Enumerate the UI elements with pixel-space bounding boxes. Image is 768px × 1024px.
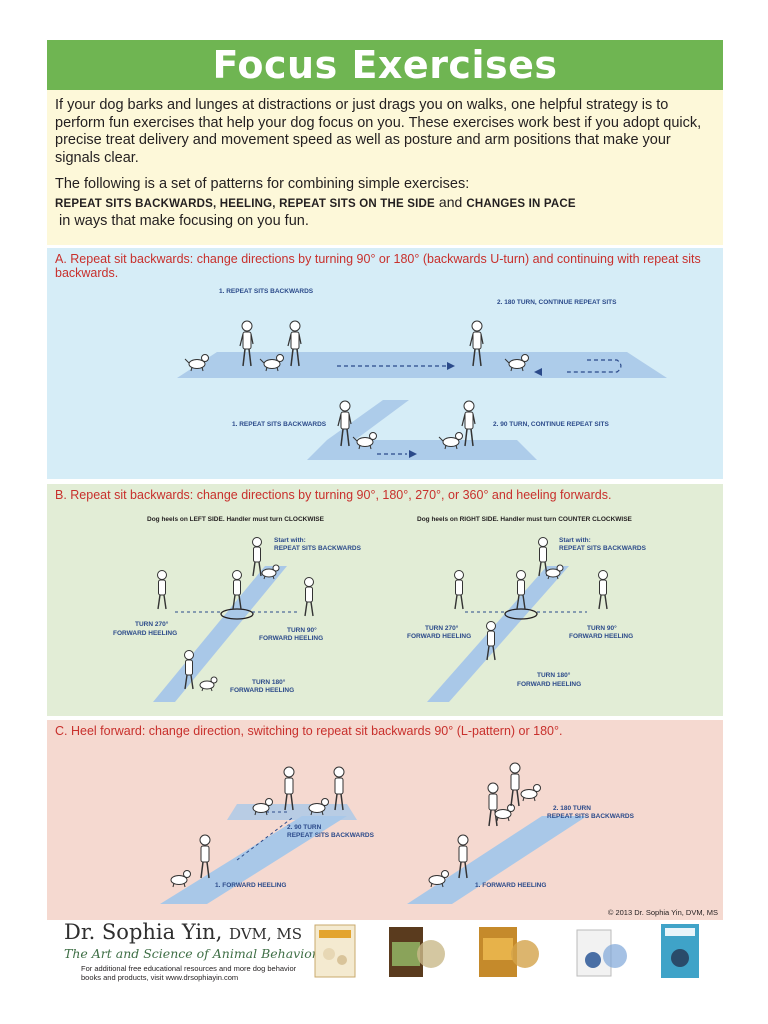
turn-180-sub: REPEAT SITS BACKWARDS bbox=[547, 813, 635, 820]
handler-figure bbox=[597, 569, 609, 610]
dvd-case-icon bbox=[576, 929, 627, 977]
and-word: and bbox=[438, 193, 463, 210]
handler-figure bbox=[461, 400, 476, 447]
changes-in-pace: changes in pace bbox=[466, 197, 576, 210]
copyright-text: © 2013 Dr. Sophia Yin, DVM, MS bbox=[607, 908, 718, 917]
section-c-heading: C. Heel forward: change direction, switc… bbox=[55, 724, 563, 738]
footer: Dr. Sophia Yin, DVM, MS The Art and Scie… bbox=[47, 920, 723, 1024]
handler-figure bbox=[156, 569, 168, 610]
turn-90-right: TURN 90° bbox=[587, 624, 617, 632]
turn-90-left: TURN 90° bbox=[287, 626, 317, 634]
section-a-diagram: 1. REPEAT SITS BACKWARDS 2. 180 TURN, CO… bbox=[177, 288, 667, 460]
intro-closing: in ways that make focusing on you fun. bbox=[59, 213, 309, 229]
handler-figure bbox=[303, 576, 315, 617]
heeling-270-left: FORWARD HEELING bbox=[113, 630, 177, 637]
dog-figure bbox=[170, 870, 191, 888]
section-a-panel: A. Repeat sit backwards: change directio… bbox=[47, 248, 723, 479]
label-a2: 2. 180 TURN, CONTINUE REPEAT SITS bbox=[497, 299, 617, 306]
turn-270-right: TURN 270° bbox=[425, 624, 459, 632]
walk-path-left bbox=[160, 816, 347, 904]
intro-box: If your dog barks and lunges at distract… bbox=[47, 90, 723, 245]
dog-figure bbox=[520, 784, 541, 802]
turn-180-label: 2. 180 TURN bbox=[553, 805, 591, 812]
turn-270-left: TURN 270° bbox=[135, 620, 169, 628]
intro-lead: The following is a set of patterns for c… bbox=[55, 176, 470, 192]
exercise-names: Repeat sits backwards, heeling, repeat s… bbox=[55, 197, 435, 210]
start-with-right: Start with: bbox=[559, 537, 591, 544]
dog-figure bbox=[494, 804, 515, 822]
heeling-180-right: FORWARD HEELING bbox=[517, 681, 581, 688]
u-turn-arrow bbox=[567, 359, 622, 373]
turn-90-sub: REPEAT SITS BACKWARDS bbox=[287, 832, 375, 839]
section-b-diagram: Dog heels on LEFT SIDE. Handler must tur… bbox=[113, 516, 647, 702]
heeling-90-right: FORWARD HEELING bbox=[569, 633, 633, 640]
handler-figure bbox=[537, 536, 549, 577]
handler-figure bbox=[283, 766, 295, 811]
turn-90-label: 2. 90 TURN bbox=[287, 824, 322, 831]
tagline: The Art and Science of Animal Behavior bbox=[64, 946, 318, 961]
intro-paragraph: If your dog barks and lunges at distract… bbox=[55, 97, 702, 166]
handler-figure bbox=[251, 536, 263, 577]
product-images[interactable] bbox=[309, 922, 723, 982]
section-c-panel: C. Heel forward: change direction, switc… bbox=[47, 720, 723, 920]
author-name: Dr. Sophia Yin, DVM, MS bbox=[64, 920, 302, 944]
book-cover-icon bbox=[314, 924, 356, 978]
page-title: Focus Exercises bbox=[212, 43, 558, 87]
dog-figure bbox=[199, 676, 218, 692]
forward-right: 1. FORWARD HEELING bbox=[475, 882, 546, 889]
dvd-case-icon bbox=[389, 927, 445, 977]
start-with-left: Start with: bbox=[274, 537, 306, 544]
label-a4: 2. 90 TURN, CONTINUE REPEAT SITS bbox=[493, 421, 609, 428]
section-b-heading: B. Repeat sit backwards: change directio… bbox=[55, 488, 612, 502]
title-banner: Focus Exercises bbox=[47, 40, 723, 90]
book-cover-icon bbox=[661, 924, 699, 978]
footer-note: For additional free educational resource… bbox=[81, 964, 297, 982]
turn-circle bbox=[220, 608, 254, 620]
author-credentials: DVM, MS bbox=[228, 925, 303, 943]
section-c-diagram: 2. 90 TURN REPEAT SITS BACKWARDS 1. FORW… bbox=[160, 762, 635, 904]
heeling-90-left: FORWARD HEELING bbox=[259, 635, 323, 642]
intro-exercise-list: Repeat sits backwards, heeling, repeat s… bbox=[55, 194, 715, 214]
start-repeat-right: REPEAT SITS BACKWARDS bbox=[559, 545, 647, 552]
turn-180-right: TURN 180° bbox=[537, 671, 571, 679]
heeling-270-right: FORWARD HEELING bbox=[407, 633, 471, 640]
handler-figure bbox=[453, 569, 465, 610]
section-b-panel: B. Repeat sit backwards: change directio… bbox=[47, 484, 723, 716]
label-a1: 1. REPEAT SITS BACKWARDS bbox=[219, 288, 314, 295]
author-name-text: Dr. Sophia Yin, bbox=[64, 920, 223, 944]
label-a3: 1. REPEAT SITS BACKWARDS bbox=[232, 421, 327, 428]
handler-figure bbox=[333, 766, 345, 811]
turn-180-left: TURN 180° bbox=[252, 678, 286, 686]
handler-figure bbox=[509, 762, 521, 807]
forward-left: 1. FORWARD HEELING bbox=[215, 882, 286, 889]
handler-figure bbox=[487, 782, 499, 827]
turn-circle bbox=[504, 608, 538, 620]
start-repeat-left: REPEAT SITS BACKWARDS bbox=[274, 545, 362, 552]
caption-right: Dog heels on RIGHT SIDE. Handler must tu… bbox=[417, 516, 633, 523]
walk-path-right bbox=[407, 816, 587, 904]
dvd-case-icon bbox=[479, 927, 539, 977]
caption-left: Dog heels on LEFT SIDE. Handler must tur… bbox=[147, 516, 325, 523]
heeling-180-left: FORWARD HEELING bbox=[230, 687, 294, 694]
arrow-head bbox=[447, 362, 455, 370]
handler-figure bbox=[199, 834, 211, 879]
section-a-heading: A. Repeat sit backwards: change directio… bbox=[55, 252, 701, 280]
walk-path-top bbox=[177, 352, 667, 378]
walk-path-right bbox=[427, 566, 569, 702]
